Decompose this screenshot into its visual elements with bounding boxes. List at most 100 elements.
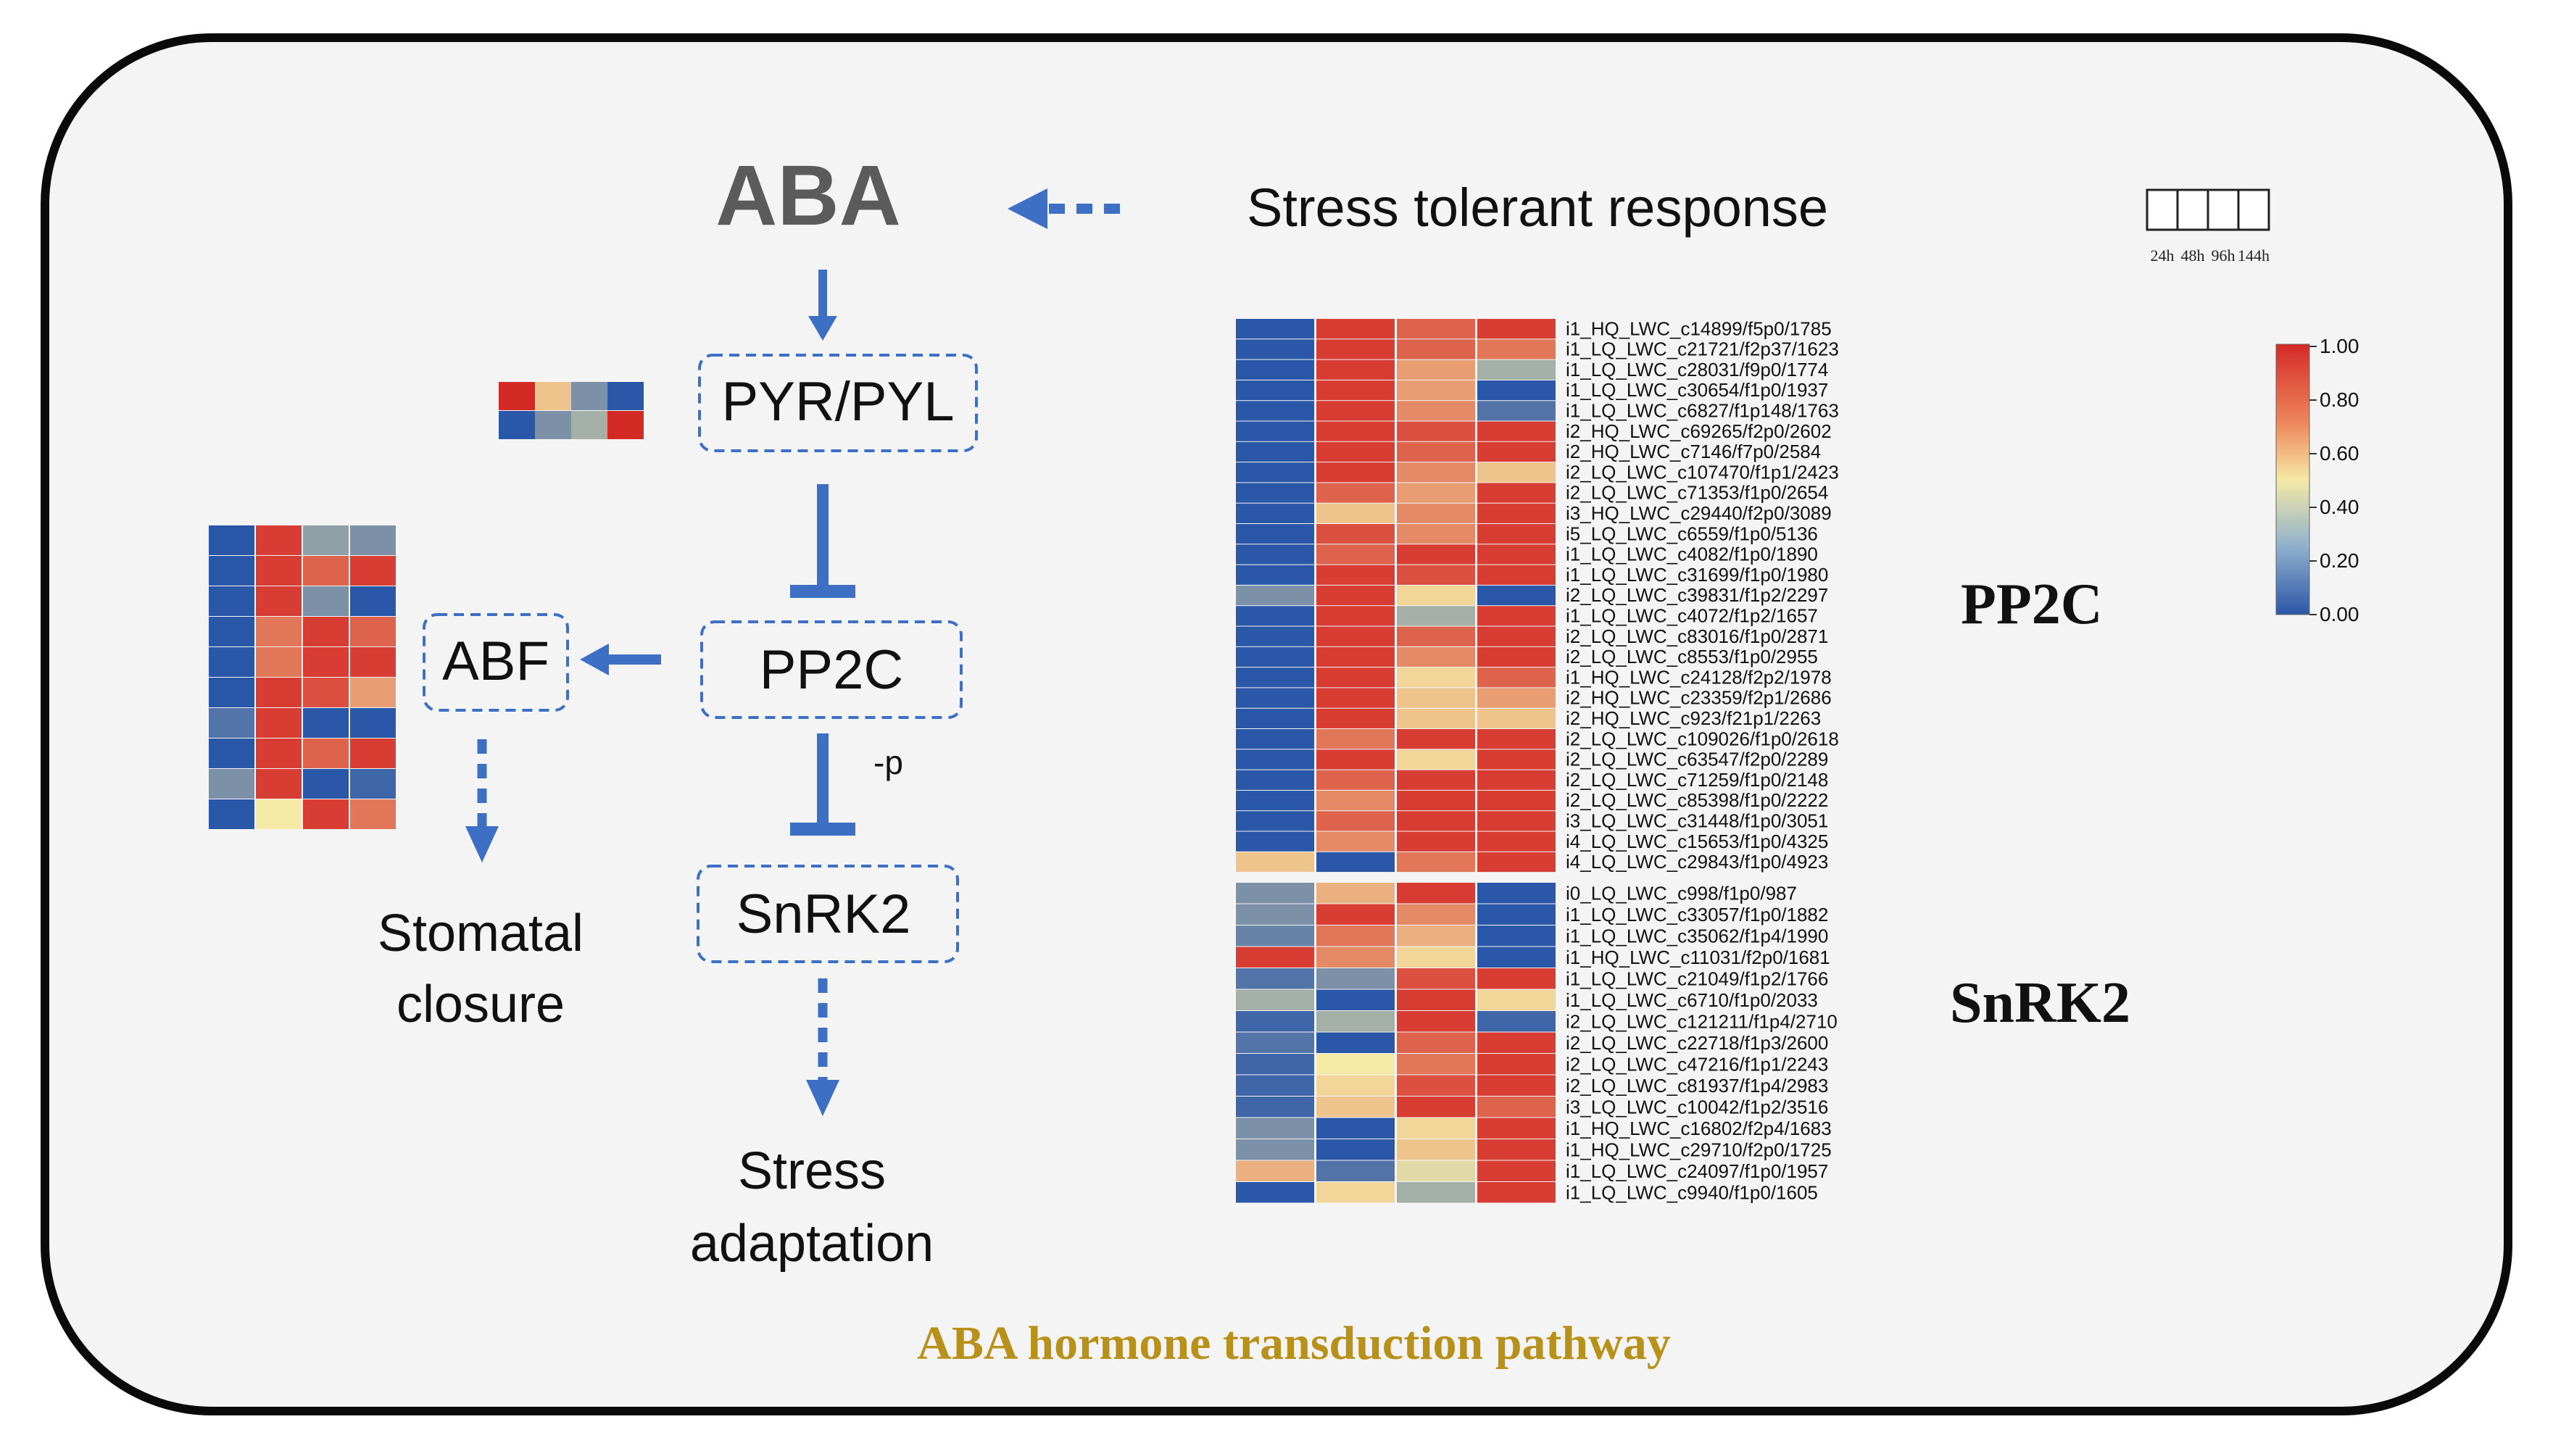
snrk2-cell	[1477, 1011, 1556, 1032]
snrk2-gene-label: i1_LQ_LWC_c35062/f1p4/1990	[1566, 925, 1828, 947]
pp2c-cell	[1236, 339, 1314, 359]
pp2c-cell	[1316, 462, 1395, 483]
snrk2-cell	[1236, 1160, 1314, 1181]
snrk2-cell	[1477, 968, 1556, 989]
color-scale-tick-label: 0.40	[2320, 496, 2359, 518]
pp2c-cell	[1316, 401, 1395, 421]
snrk2-cell	[1236, 1182, 1314, 1203]
pp2c-gene-label: i1_LQ_LWC_c28031/f9p0/1774	[1566, 359, 1828, 380]
pp2c-gene-label: i2_HQ_LWC_c7146/f7p0/2584	[1566, 441, 1821, 462]
pp2c-gene-label: i1_HQ_LWC_c14899/f5p0/1785	[1566, 317, 1832, 339]
abf-cell	[209, 769, 254, 799]
pp2c-cell	[1477, 749, 1556, 770]
snrk2-gene-label: i2_LQ_LWC_c47216/f1p1/2243	[1566, 1054, 1828, 1076]
pp2c-cell	[1477, 606, 1556, 626]
pp2c-cell	[1477, 831, 1556, 852]
abf-cell	[303, 799, 349, 829]
pp2c-gene-label: i4_LQ_LWC_c29843/f1p0/4923	[1566, 851, 1828, 873]
pp2c-cell	[1316, 626, 1395, 646]
pp2c-gene-label: i2_LQ_LWC_c8553/f1p0/2955	[1566, 646, 1818, 667]
pp2c-cell	[1236, 811, 1314, 831]
abf-box	[423, 613, 569, 712]
pp2c-cell	[1316, 811, 1395, 831]
pp2c-cell	[1397, 606, 1475, 626]
pp2c-cell	[1397, 359, 1475, 380]
snrk2-cell	[1477, 1118, 1556, 1139]
snrk2-cell	[1236, 1097, 1314, 1118]
pp2c-cell	[1477, 319, 1556, 339]
abf-cell	[256, 617, 302, 646]
pp2c-gene-label: i2_LQ_LWC_c107470/f1p1/2423	[1566, 461, 1839, 483]
snrk2-cell	[1236, 968, 1314, 989]
stress-adaptation-line2: adaptation	[690, 1215, 934, 1273]
snrk2-cell	[1236, 947, 1314, 968]
pp2c-cell	[1477, 524, 1556, 544]
abf-cell	[209, 708, 254, 738]
abf-cell	[350, 799, 396, 829]
snrk2-gene-label: i2_LQ_LWC_c121211/f1p4/2710	[1566, 1011, 1838, 1033]
pp2c-cell	[1477, 770, 1556, 790]
pp2c-cell	[1397, 811, 1475, 831]
pp2c-cell	[1316, 359, 1395, 380]
abf-cell	[303, 556, 349, 586]
pp2c-gene-label: i2_LQ_LWC_c71353/f1p0/2654	[1566, 482, 1828, 504]
color-scale-tick-label: 0.00	[2320, 603, 2359, 625]
pp2c-cell	[1236, 852, 1314, 873]
snrk2-cell	[1397, 968, 1475, 989]
snrk2-gene-label: i1_LQ_LWC_c21049/f1p2/1766	[1566, 968, 1828, 990]
pp2c-cell	[1316, 749, 1395, 770]
abf-cell	[209, 525, 254, 555]
pp2c-cell	[1477, 544, 1556, 565]
abf-cell	[209, 586, 254, 616]
pp2c-cell	[1236, 708, 1314, 728]
abf-cell	[209, 739, 254, 768]
abf-cell	[303, 769, 349, 799]
abf-cell	[303, 647, 349, 677]
pp2c-cell	[1477, 462, 1556, 483]
snrk2-cell	[1236, 1139, 1314, 1160]
abf-cell	[256, 586, 302, 616]
pp2c-cell	[1316, 708, 1395, 728]
snrk2-expression-heatmap: i0_LQ_LWC_c998/f1p0/987i1_LQ_LWC_c33057/…	[1236, 883, 1838, 1204]
pp2c-cell	[1236, 524, 1314, 544]
snrk2-cell	[1316, 1032, 1395, 1053]
abf-cell	[303, 708, 349, 738]
abf-cell	[350, 586, 396, 616]
abf-cell	[303, 678, 349, 707]
abf-cell	[256, 739, 302, 768]
time-legend-box	[2207, 188, 2240, 231]
pyr-cell	[535, 382, 571, 410]
snrk2-cell	[1477, 1097, 1556, 1118]
snrk2-cell	[1397, 1075, 1475, 1096]
pp2c-gene-label: i1_HQ_LWC_c24128/f2p2/1978	[1566, 666, 1832, 688]
snrk2-gene-label: i2_LQ_LWC_c81937/f1p4/2983	[1566, 1075, 1828, 1097]
pp2c-gene-label: i5_LQ_LWC_c6559/f1p0/5136	[1566, 523, 1818, 544]
abf-cell	[209, 799, 254, 829]
snrk2-cell	[1397, 883, 1475, 904]
pyr-cell	[499, 382, 535, 410]
pp2c-cell	[1236, 544, 1314, 565]
pp2c-cell	[1316, 565, 1395, 585]
pp2c-box	[700, 620, 963, 719]
time-legend-box	[2237, 188, 2270, 231]
pp2c-gene-label: i2_LQ_LWC_c109026/f1p0/2618	[1566, 728, 1839, 749]
pp2c-expression-heatmap: i1_HQ_LWC_c14899/f5p0/1785i1_LQ_LWC_c217…	[1236, 317, 1839, 873]
pyr-cell	[571, 411, 607, 439]
pp2c-gene-label: i2_HQ_LWC_c23359/f2p1/2686	[1566, 687, 1832, 709]
pp2c-heatmap-label: PP2C	[1961, 573, 2103, 636]
pyr-cell	[607, 411, 644, 439]
snrk2-gene-label: i1_LQ_LWC_c6710/f1p0/2033	[1566, 989, 1818, 1011]
pp2c-cell	[1397, 770, 1475, 790]
abf-cell	[209, 556, 254, 586]
pp2c-gene-label: i1_LQ_LWC_c31699/f1p0/1980	[1566, 564, 1828, 586]
pp2c-gene-label: i4_LQ_LWC_c15653/f1p0/4325	[1566, 831, 1828, 852]
pp2c-cell	[1477, 401, 1556, 421]
abf-to-stomatal-arrow	[465, 739, 499, 862]
pp2c-cell	[1316, 852, 1395, 873]
abf-label: ABF	[442, 631, 549, 692]
pp2c-cell	[1316, 585, 1395, 606]
snrk2-cell	[1477, 1054, 1556, 1075]
snrk2-cell	[1236, 1011, 1314, 1032]
pp2c-inhibits-snrk2	[790, 733, 855, 836]
abf-cell	[256, 647, 302, 677]
